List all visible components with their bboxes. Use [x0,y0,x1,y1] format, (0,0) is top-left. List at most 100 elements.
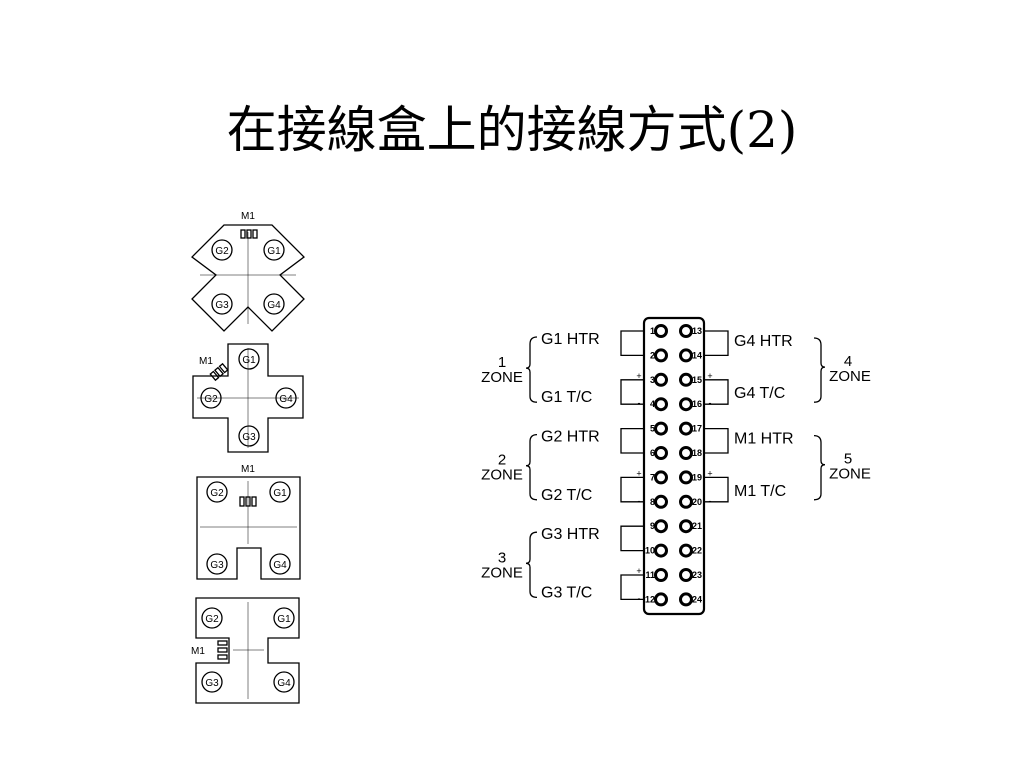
htr-label: G3 HTR [541,526,600,543]
tc-bracket [704,476,729,503]
pin-number: 21 [692,521,702,531]
pin-number: 12 [645,594,655,604]
g1-zone-marker [263,239,285,261]
zone-brace [525,531,538,599]
htr-bracket [620,525,644,552]
pin-number: 15 [692,375,702,385]
tc-bracket [620,574,644,601]
g1-zone-marker [269,481,291,503]
terminal-pin [654,324,668,338]
pin-number: 22 [692,546,702,556]
g3-zone-marker [238,425,260,447]
g3-zone-marker [211,293,233,315]
terminal-pin [679,372,693,387]
g2-zone-marker [201,607,223,629]
g2-label: G2 [204,394,218,405]
zone-word: ZONE [829,466,871,483]
pin-number: 19 [692,472,702,482]
tc-bracket [620,379,644,405]
g2-label: G2 [210,488,224,499]
tc-label: G3 T/C [541,584,592,601]
plus-sign: + [707,371,712,381]
g3-label: G3 [210,560,224,571]
g4-label: G4 [273,560,287,571]
g3-label: G3 [215,300,229,311]
terminal-pin [654,519,668,534]
terminal-pin [679,592,693,607]
m1-label: M1 [241,211,255,222]
m1-connector [209,362,229,382]
tc-label: G2 T/C [541,487,592,504]
g4-zone-marker [263,293,285,315]
layout-side-notch: M1 G2 G1 G3 G4 [191,597,300,704]
terminal-pin [654,568,668,582]
tc-label: G4 T/C [734,385,785,402]
g4-label: G4 [279,394,293,405]
minus-sign: - [638,593,641,603]
g3-label: G3 [205,678,219,689]
layout-cross-shape: M1 G1 G2 G4 G3 [192,343,304,453]
m1-connector [246,229,252,239]
terminal-pin [679,543,693,558]
g1-label: G1 [267,246,281,257]
terminal-pin [654,372,668,387]
m1-label: M1 [199,356,213,367]
zone-word: ZONE [829,368,871,385]
g2-zone-marker [200,387,222,409]
htr-label: M1 HTR [734,431,794,448]
pin-number: 18 [692,448,702,458]
cross-shape-outline [192,343,304,453]
zone-brace [525,433,538,501]
m1-connector [240,229,246,239]
terminal-pin [679,397,693,412]
m1-connector [239,496,245,507]
g2-label: G2 [205,614,219,625]
terminal-pin [654,397,668,412]
pin-number: 8 [650,497,655,507]
minus-sign: - [638,398,641,408]
g3-zone-marker [206,553,228,575]
zone-brace [813,434,826,501]
zone-number: 1 [498,354,506,371]
tc-label: G1 T/C [541,389,592,406]
htr-bracket [620,330,644,357]
pin-number: 7 [650,472,655,482]
pin-number: 13 [692,326,702,336]
pin-number: 6 [650,448,655,458]
m1-connector [251,496,257,507]
terminal-pin [654,494,668,509]
g4-zone-marker [275,387,297,409]
g2-zone-marker [211,239,233,261]
tc-label: M1 T/C [734,483,786,500]
terminal-pin [654,446,668,460]
htr-label: G1 HTR [541,331,600,348]
terminal-pin [654,421,668,436]
zone-brace [813,337,826,403]
g2-zone-marker [206,481,228,503]
zone-number: 4 [844,353,852,370]
pin-number: 23 [692,570,702,580]
zone-brace [525,336,538,403]
zone-word: ZONE [481,564,523,581]
g1-zone-marker [238,348,260,370]
htr-label: G2 HTR [541,429,600,446]
terminal-pin [654,543,668,558]
terminal-pin [679,348,693,363]
terminal-pin [679,519,693,534]
terminal-pin [679,494,693,509]
zone-word: ZONE [481,467,523,484]
terminal-block-outline [642,316,706,616]
g1-label: G1 [273,488,287,499]
m1-label: M1 [191,646,205,657]
m1-connector [252,229,258,239]
m1-label: M1 [241,464,255,475]
tc-bracket [704,379,729,405]
g1-label: G1 [277,614,291,625]
terminal-pin [679,324,693,338]
terminal-pin [679,470,693,485]
pin-number: 4 [650,399,655,409]
rect-outline [195,597,300,704]
plus-sign: + [636,371,641,381]
